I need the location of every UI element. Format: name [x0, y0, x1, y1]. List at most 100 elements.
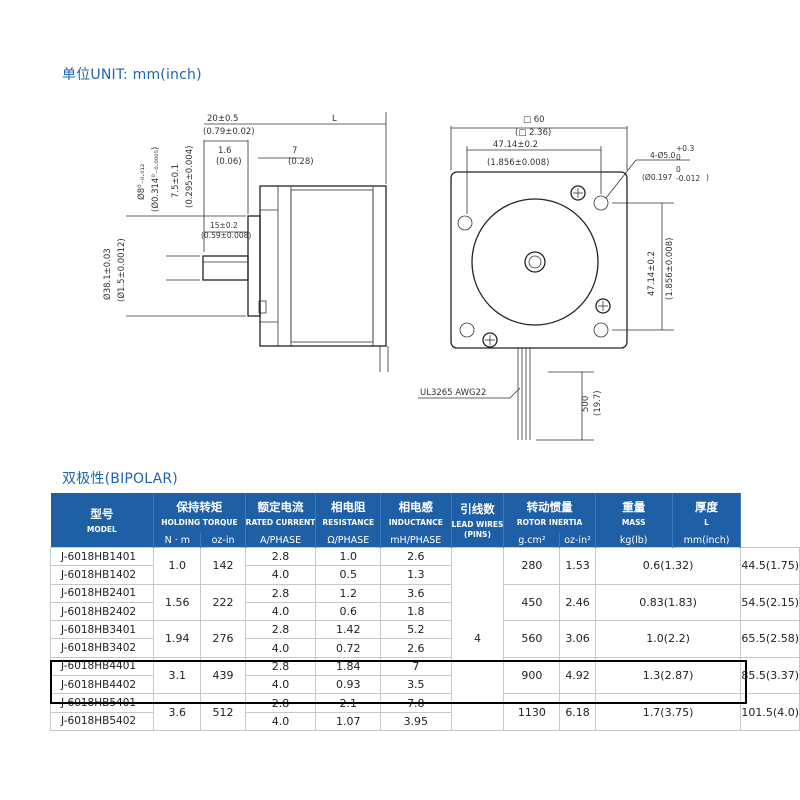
inertia-ozin2-cell: 1.53 [559, 547, 596, 585]
model-cell: J-6018HB3402 [49, 638, 155, 658]
unit-gcm2: g.cm² [503, 533, 561, 548]
current-cell: 4.0 [244, 565, 317, 585]
mount-hole-icon [593, 322, 609, 338]
model-cell: J-6018HB5401 [49, 693, 155, 713]
torque-nm-cell: 1.0 [153, 547, 202, 585]
resistance-cell: 0.72 [315, 638, 382, 658]
torque-ozin-cell: 142 [200, 547, 246, 585]
resistance-cell: 0.93 [315, 675, 382, 695]
dim-hole-spacing-inch: (1.856±0.008) [487, 158, 549, 168]
dim-hole-inch-close: ) [706, 173, 709, 182]
inductance-cell: 1.8 [380, 601, 452, 622]
model-cell: J-6018HB1401 [49, 546, 155, 567]
torque-nm-cell: 1.94 [153, 620, 202, 658]
dim-hole-tol-plus: +0.3 [676, 144, 694, 153]
unit-mass: kg(lb) [595, 533, 673, 548]
length-cell: 54.5(2.15) [740, 583, 800, 622]
inductance-cell: 3.6 [380, 583, 452, 603]
current-cell: 4.0 [244, 675, 317, 695]
table-row: J-6018HB4402 4.0 0.93 3.5 [49, 675, 800, 695]
current-cell: 2.8 [244, 656, 317, 677]
dim-flat-length-inch: (0.59±0.008) [201, 231, 251, 240]
current-cell: 2.8 [244, 693, 317, 713]
inductance-cell: 2.6 [380, 638, 452, 658]
unit-resistance: Ω/PHASE [315, 533, 382, 548]
length-cell: 101.5(4.0) [740, 693, 800, 731]
mass-cell: 1.3(2.87) [594, 656, 742, 695]
mass-cell: 0.6(1.32) [594, 547, 742, 585]
resistance-cell: 1.84 [315, 656, 382, 677]
resistance-cell: 1.07 [315, 711, 382, 731]
inductance-cell: 7.8 [380, 693, 452, 713]
resistance-cell: 1.2 [315, 583, 382, 603]
inertia-gcm2-cell: 560 [503, 620, 561, 658]
stator-outline [290, 189, 374, 343]
torque-ozin-cell: 512 [200, 693, 246, 731]
length-cell: 44.5(1.75) [740, 547, 800, 585]
length-cell: 85.5(3.37) [740, 656, 800, 695]
table-row: J-6018HB2402 4.0 0.6 1.8 [49, 601, 800, 622]
resistance-cell: 1.42 [315, 620, 382, 640]
inertia-ozin2-cell: 2.46 [559, 583, 596, 622]
dim-flange-1: 1.6 [218, 146, 232, 156]
flange-square [450, 171, 628, 349]
inertia-ozin2-cell: 6.18 [559, 693, 596, 731]
dim-lead-length-inch: (19.7) [593, 390, 603, 416]
dim-boss-dia-inch: (Ø1.5±0.0012) [116, 238, 127, 302]
mount-hole-icon [593, 195, 609, 211]
model-cell: J-6018HB3401 [49, 620, 155, 640]
current-cell: 4.0 [244, 711, 317, 731]
inertia-gcm2-cell: 900 [503, 656, 561, 695]
dim-hole: 4-Ø5.0 [650, 151, 676, 160]
shaft [202, 255, 249, 281]
motor-body-outline [259, 185, 387, 347]
motor-drawing: 20±0.5 (0.79±0.02) L 1.6 (0.06) 7 (0.28)… [102, 112, 709, 441]
unit-nm: N · m [153, 533, 202, 548]
current-cell: 4.0 [244, 638, 317, 658]
table-row: J-6018HB5401 3.6 512 2.8 2.1 7.8 1130 6.… [49, 693, 800, 731]
bipolar-heading: 双极性(BIPOLAR) [62, 471, 178, 487]
unit-ozin2: oz-in² [559, 533, 596, 548]
inductance-cell: 2.6 [380, 546, 452, 567]
model-cell: J-6018HB2401 [49, 583, 155, 603]
screw-icon [570, 185, 586, 201]
table-row: J-6018HB1401 1.0 142 2.8 1.0 2.6 4 280 1… [49, 546, 800, 731]
wire-spec: UL3265 AWG22 [420, 388, 486, 398]
dim-hole-inch-tol-minus: -0.012 [676, 174, 700, 183]
mass-cell: 1.0(2.2) [594, 620, 742, 658]
table-row: J-6018HB2401 1.56 222 2.8 1.2 3.6 450 2.… [49, 583, 800, 622]
torque-ozin-cell: 276 [200, 620, 246, 658]
inductance-cell: 1.3 [380, 565, 452, 585]
torque-ozin-cell: 222 [200, 583, 246, 622]
unit-current: A/PHASE [245, 533, 317, 548]
dim-lead-length: 500 [581, 396, 591, 412]
dim-hole-inch-tol-zero: 0 [676, 165, 681, 174]
dim-hole-spacing-v-inch: (1.856±0.008) [665, 238, 675, 300]
inertia-gcm2-cell: 450 [503, 583, 561, 622]
mount-hole-icon [459, 322, 475, 338]
screw-icon [595, 298, 611, 314]
torque-nm-cell: 3.1 [153, 656, 202, 695]
inductance-cell: 5.2 [380, 620, 452, 640]
mass-cell: 0.83(1.83) [594, 583, 742, 622]
dim-hole-inch: (Ø0.197 [642, 173, 673, 182]
dim-shaft-length: 20±0.5 [207, 114, 238, 124]
inertia-ozin2-cell: 3.06 [559, 620, 596, 658]
inductance-cell: 3.95 [380, 711, 452, 731]
dim-hole-tol-zero: 0 [676, 153, 681, 162]
table-row: J-6018HB3402 4.0 0.72 2.6 [49, 638, 800, 658]
torque-nm-cell: 3.6 [153, 693, 202, 731]
dim-length: L [332, 114, 337, 124]
dim-hole-spacing: 47.14±0.2 [493, 140, 538, 150]
dim-shaft-length-inch: (0.79±0.02) [203, 127, 255, 137]
front-view: □ 60 (□ 2.36) 47.14±0.2 (1.856±0.008) 47… [418, 115, 709, 441]
inertia-ozin2-cell: 4.92 [559, 656, 596, 695]
